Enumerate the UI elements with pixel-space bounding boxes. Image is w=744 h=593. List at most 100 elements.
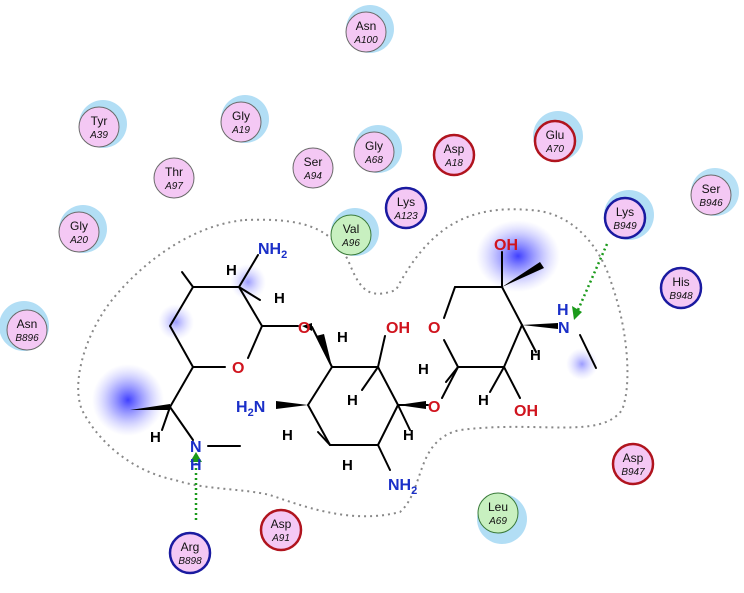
residue-asp-a91: Asp A91 — [259, 508, 303, 552]
residue-arg-b898: Arg B898 — [168, 531, 212, 575]
svg-text:Ser: Ser — [304, 155, 323, 169]
svg-text:Asn: Asn — [17, 317, 38, 331]
svg-text:Tyr: Tyr — [91, 114, 108, 128]
svg-text:A68: A68 — [364, 155, 383, 166]
svg-text:A123: A123 — [393, 211, 418, 222]
hbond-arrowhead — [190, 452, 202, 462]
wedge-bond — [130, 404, 170, 410]
atom-labels: NH2 O O OH O OH N H O OH H2N NH2 N H H H… — [150, 237, 570, 497]
svg-text:A70: A70 — [545, 144, 564, 155]
residue-asp-b947: Asp B947 — [611, 442, 655, 486]
methylamine-left-hydrogen: H — [190, 457, 202, 474]
wedge-bond — [302, 323, 312, 331]
svg-text:Asp: Asp — [271, 517, 292, 531]
ring-oxygen-right: O — [428, 320, 440, 337]
exposure-blob — [230, 264, 266, 300]
hydroxyl-top-right: OH — [494, 237, 518, 254]
hydrogen-atom: H — [347, 392, 358, 409]
svg-text:Asp: Asp — [623, 451, 644, 465]
amine-bottom-label: NH2 — [388, 477, 417, 497]
hydrogen-atom: H — [530, 347, 541, 364]
residue-gly-a68: Gly A68 — [353, 125, 402, 173]
residue-ser-a94: Ser A94 — [292, 147, 334, 189]
residue-asp-a18: Asp A18 — [432, 133, 476, 177]
residue-thr-a97: Thr A97 — [153, 157, 195, 199]
exposure-blob — [158, 304, 194, 340]
glycosidic-oxygen-right: O — [428, 399, 440, 416]
residue-layer: Asn A100 Tyr A39 Gly A19 Thr A97 Ser A94 — [0, 5, 739, 575]
residue-asn-a100: Asn A100 — [345, 5, 394, 53]
wedge-bond — [276, 401, 308, 409]
svg-text:A100: A100 — [353, 35, 378, 46]
svg-text:Leu: Leu — [488, 500, 508, 514]
glycosidic-oxygen-left: O — [298, 320, 310, 337]
svg-text:Gly: Gly — [70, 219, 88, 233]
svg-text:A97: A97 — [164, 181, 183, 192]
residue-asn-b896: Asn B896 — [0, 301, 49, 351]
svg-text:A69: A69 — [488, 516, 507, 527]
residue-glu-a70: Glu A70 — [533, 111, 583, 163]
svg-text:Lys: Lys — [616, 205, 634, 219]
hydrogen-atom: H — [150, 429, 161, 446]
ligand-bonds — [161, 251, 597, 471]
wedge-bond — [398, 401, 426, 409]
hydrogen-atom: H — [226, 262, 237, 279]
svg-text:Thr: Thr — [165, 165, 183, 179]
exposure-blob — [92, 364, 164, 436]
ring-oxygen-left: O — [232, 360, 244, 377]
wedge-bond — [502, 262, 544, 287]
svg-text:Gly: Gly — [232, 109, 250, 123]
svg-text:B947: B947 — [621, 467, 645, 478]
svg-text:Ser: Ser — [702, 182, 721, 196]
svg-text:A39: A39 — [89, 130, 108, 141]
solvent-exposure-layer — [92, 220, 598, 436]
svg-text:A96: A96 — [341, 238, 360, 249]
svg-text:Glu: Glu — [546, 128, 565, 142]
residue-val-a96: Val A96 — [330, 208, 379, 256]
svg-text:B946: B946 — [699, 198, 723, 209]
methylamine-left-nitrogen: N — [190, 439, 202, 456]
svg-text:Arg: Arg — [181, 540, 200, 554]
exposure-blob — [476, 220, 560, 292]
svg-text:B948: B948 — [669, 291, 693, 302]
svg-text:Lys: Lys — [397, 195, 415, 209]
hydrogen-atom: H — [274, 290, 285, 307]
hydrogen-atom: H — [478, 392, 489, 409]
svg-text:B949: B949 — [613, 221, 637, 232]
svg-text:Asp: Asp — [444, 142, 465, 156]
amine-top-label: NH2 — [258, 241, 287, 261]
hydrogen-atom: H — [403, 427, 414, 444]
svg-text:B896: B896 — [15, 333, 39, 344]
svg-text:B898: B898 — [178, 556, 202, 567]
wedge-bond — [522, 323, 558, 329]
hydrogen-atom: H — [282, 427, 293, 444]
residue-his-b948: His B948 — [659, 266, 703, 310]
residue-leu-a69: Leu A69 — [477, 492, 527, 544]
residue-ser-b946: Ser B946 — [690, 168, 739, 216]
hbond-arrowhead — [572, 306, 582, 320]
methylamine-right-hydrogen: H — [557, 302, 569, 319]
wedge-bond — [316, 334, 332, 367]
hbond-line-lys-b949 — [576, 243, 609, 311]
residue-lys-b949: Lys B949 — [603, 190, 654, 240]
stereo-wedges — [130, 262, 558, 410]
svg-text:A91: A91 — [271, 533, 290, 544]
hydrogen-atom: H — [418, 361, 429, 378]
svg-text:Asn: Asn — [356, 19, 377, 33]
hydrogen-atom: H — [337, 329, 348, 346]
svg-text:Gly: Gly — [365, 139, 383, 153]
methylamine-right-nitrogen: N — [558, 320, 570, 337]
hydroxyl-mid: OH — [386, 320, 410, 337]
svg-text:His: His — [672, 275, 689, 289]
residue-gly-a20: Gly A20 — [58, 205, 107, 253]
svg-text:A19: A19 — [231, 125, 250, 136]
hydroxyl-bottom-right: OH — [514, 403, 538, 420]
svg-text:A18: A18 — [444, 158, 463, 169]
residue-tyr-a39: Tyr A39 — [78, 100, 127, 148]
svg-text:A20: A20 — [69, 235, 88, 246]
svg-text:Val: Val — [343, 222, 359, 236]
hydrogen-atom: H — [342, 457, 353, 474]
svg-text:A94: A94 — [303, 171, 322, 182]
residue-gly-a19: Gly A19 — [220, 95, 269, 143]
